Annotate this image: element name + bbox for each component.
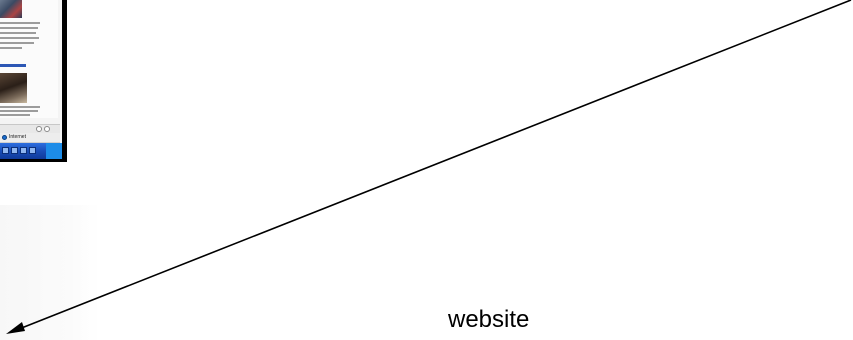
arrow-head-icon (6, 322, 25, 334)
arrow-line (14, 0, 851, 331)
website-label: website (448, 305, 529, 335)
